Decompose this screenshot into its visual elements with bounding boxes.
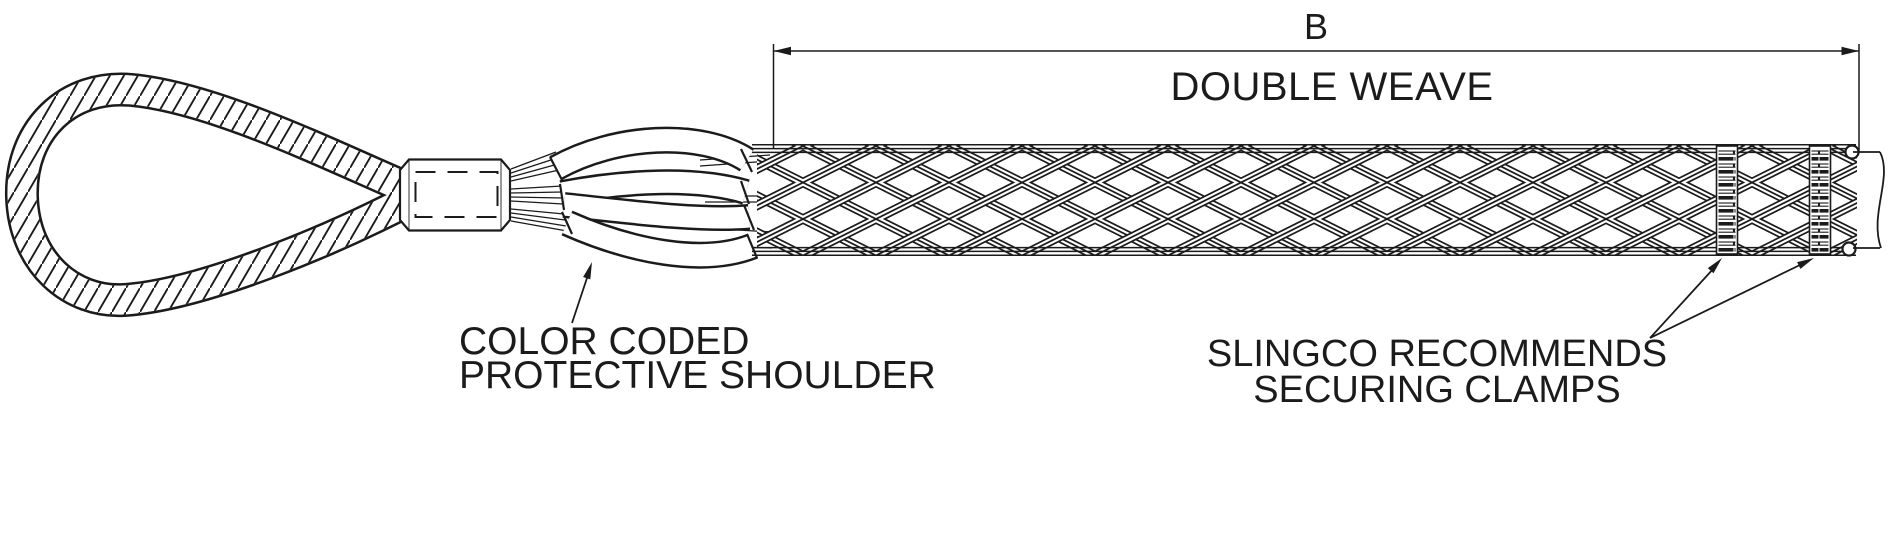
- clamp-callout: SLINGCO RECOMMENDS SECURING CLAMPS: [1137, 333, 1737, 411]
- mesh-selvage: [752, 144, 1856, 256]
- dimension-b: [772, 44, 1860, 152]
- clamp-callout-line1: SLINGCO RECOMMENDS: [1206, 333, 1668, 375]
- dimension-arrow-left-icon: [773, 46, 791, 56]
- dimension-b-label: B: [1303, 6, 1328, 47]
- eye-loop-rope: [4, 72, 415, 318]
- shoulder-leader-arrow: [571, 262, 592, 324]
- securing-clamp-2: [1808, 145, 1832, 255]
- arrowhead-icon: [583, 262, 592, 280]
- arrowhead-icon: [1707, 258, 1722, 274]
- shoulder-collars: [549, 148, 759, 259]
- clamp-leader-arrows: [1649, 258, 1814, 339]
- double-weave-mesh: [752, 144, 1860, 257]
- shoulder-callout: COLOR CODED PROTECTIVE SHOULDER: [459, 320, 936, 397]
- shoulder-callout-line1: COLOR CODED: [459, 320, 750, 363]
- clamp-callout-line2: SECURING CLAMPS: [1253, 369, 1621, 411]
- ferrule-sleeve: [398, 158, 512, 232]
- protective-shoulder: [549, 126, 759, 269]
- dimension-arrow-right-icon: [1841, 46, 1859, 56]
- shoulder-callout-line2: PROTECTIVE SHOULDER: [459, 354, 936, 397]
- mesh-end-loop-bottom: [1841, 241, 1857, 257]
- double-weave-label: DOUBLE WEAVE: [1170, 65, 1494, 109]
- ferrule-hidden-line: [414, 171, 499, 218]
- cable-end: [1853, 151, 1885, 249]
- securing-clamp-1: [1715, 145, 1739, 255]
- strand-fan: [510, 151, 568, 232]
- arrowhead-icon: [1797, 258, 1814, 269]
